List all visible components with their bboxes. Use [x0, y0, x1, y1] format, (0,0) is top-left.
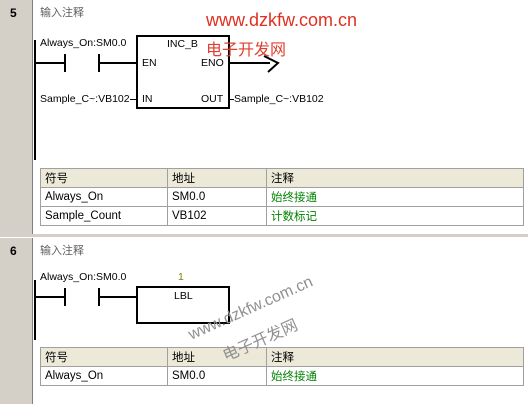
eno-wire: [228, 62, 270, 64]
network-6-number: 6: [10, 244, 17, 258]
cell-comment[interactable]: 始终接通: [266, 187, 524, 207]
box-title: INC_B: [167, 38, 198, 50]
network-6-gutter: [0, 238, 33, 404]
network-6[interactable]: 6 输入注释 Always_On:SM0.0 1 LBL 符号 地址 注释 Al…: [0, 238, 528, 404]
cell-address[interactable]: SM0.0: [167, 187, 267, 207]
cell-comment[interactable]: 始终接通: [266, 366, 524, 386]
header-address: 地址: [167, 347, 267, 367]
header-comment: 注释: [266, 347, 524, 367]
contact-right-bar[interactable]: [98, 54, 100, 72]
network-6-comment[interactable]: 输入注释: [40, 245, 84, 257]
contact-left-bar[interactable]: [64, 288, 66, 306]
header-address: 地址: [167, 168, 267, 188]
rung-wire: [100, 296, 136, 298]
contact-label[interactable]: Always_On:SM0.0: [40, 37, 127, 49]
contact-label[interactable]: Always_On:SM0.0: [40, 271, 127, 283]
watermark-cn: 电子开发网: [206, 42, 287, 59]
power-rail: [34, 40, 36, 160]
eno-pin: ENO: [201, 57, 224, 69]
rung-wire: [36, 296, 64, 298]
rung-wire: [100, 62, 136, 64]
cell-comment[interactable]: 计数标记: [266, 206, 524, 226]
network-5[interactable]: 5 输入注释 Always_On:SM0.0 INC_B EN ENO IN O…: [0, 0, 528, 234]
contact-right-bar[interactable]: [98, 288, 100, 306]
symbol-table-5: 符号 地址 注释 Always_On SM0.0 始终接通 Sample_Cou…: [40, 168, 524, 226]
network-5-gutter: [0, 0, 33, 234]
watermark-url: www.dzkfw.com.cn: [206, 10, 358, 30]
cell-address[interactable]: VB102: [167, 206, 267, 226]
cell-symbol[interactable]: Always_On: [40, 366, 168, 386]
out-operand[interactable]: Sample_C~:VB102: [234, 93, 324, 105]
inc-b-box[interactable]: [136, 35, 230, 109]
en-pin: EN: [142, 57, 157, 69]
cell-symbol[interactable]: Sample_Count: [40, 206, 168, 226]
table-row[interactable]: Always_On SM0.0 始终接通: [40, 366, 524, 386]
network-separator: [0, 234, 528, 237]
table-row[interactable]: Sample_Count VB102 计数标记: [40, 206, 524, 226]
box-title: LBL: [174, 290, 193, 302]
rung-wire: [36, 62, 64, 64]
out-pin: OUT: [201, 93, 224, 105]
in-wire: [130, 99, 136, 100]
in-pin: IN: [142, 93, 153, 105]
symbol-table-6: 符号 地址 注释 Always_On SM0.0 始终接通: [40, 347, 524, 386]
network-5-number: 5: [10, 6, 17, 20]
network-5-comment[interactable]: 输入注释: [40, 7, 84, 19]
table-row[interactable]: Always_On SM0.0 始终接通: [40, 187, 524, 207]
lbl-box[interactable]: [136, 286, 230, 324]
contact-left-bar[interactable]: [64, 54, 66, 72]
header-comment: 注释: [266, 168, 524, 188]
header-symbol: 符号: [40, 347, 168, 367]
power-rail: [34, 280, 36, 340]
out-wire: [228, 99, 234, 100]
output-arrow-icon: [263, 55, 280, 73]
cell-address[interactable]: SM0.0: [167, 366, 267, 386]
table-header-row: 符号 地址 注释: [40, 347, 524, 367]
table-header-row: 符号 地址 注释: [40, 168, 524, 188]
header-symbol: 符号: [40, 168, 168, 188]
label-number: 1: [178, 271, 184, 283]
cell-symbol[interactable]: Always_On: [40, 187, 168, 207]
in-operand[interactable]: Sample_C~:VB102: [40, 93, 130, 105]
